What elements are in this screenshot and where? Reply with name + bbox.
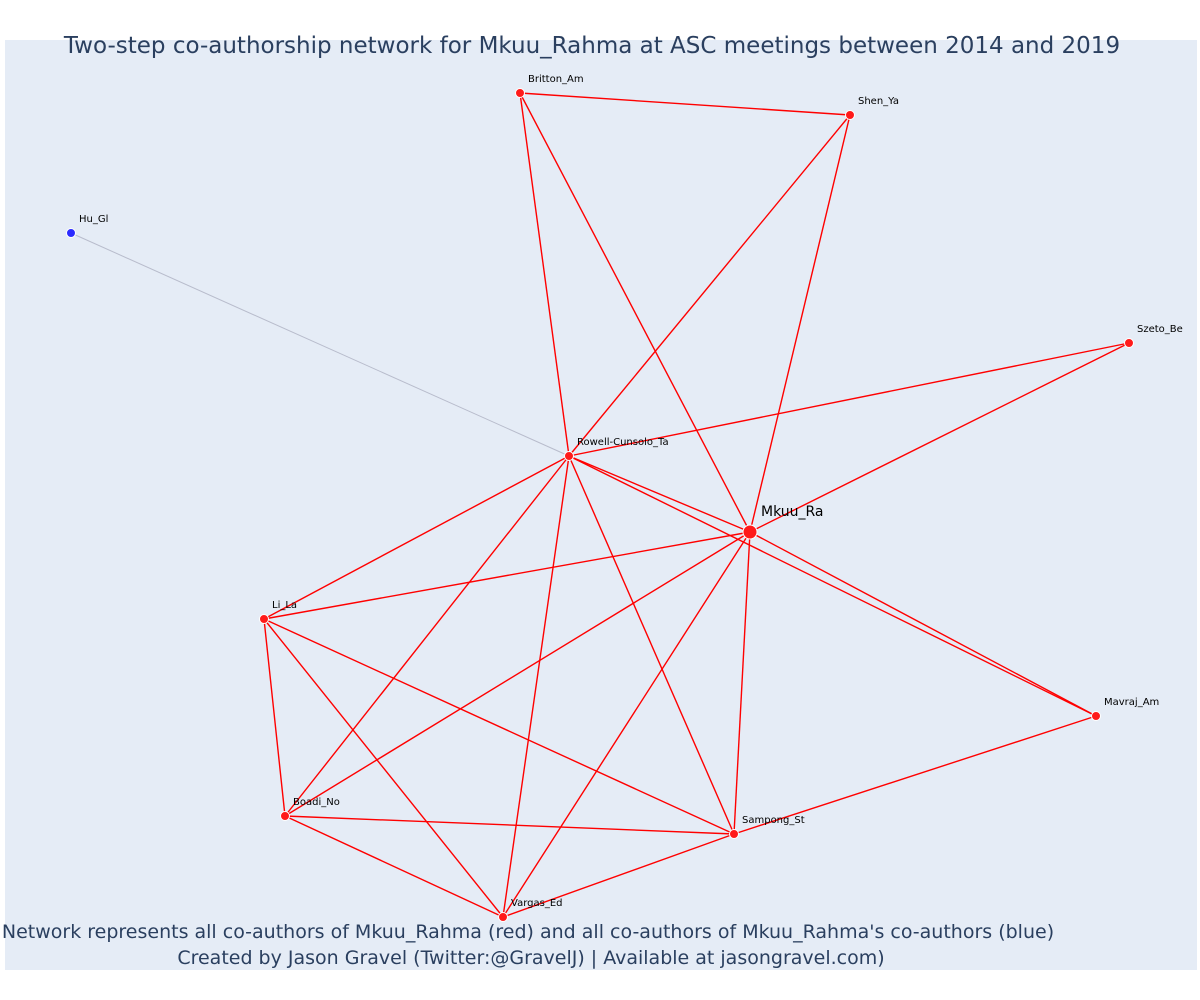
- node-label-vargas-ed: Vargas_Ed: [511, 898, 562, 909]
- node-li-la[interactable]: [259, 614, 269, 624]
- edge-boadi-no-vargas-ed: [284, 815, 504, 918]
- edge-britton-am-rowell-cunsolo-ta: [519, 92, 570, 457]
- edge-boadi-no-sampong-st: [284, 815, 735, 835]
- caption-line-1: Network represents all co-authors of Mku…: [2, 921, 1054, 943]
- edge-li-la-boadi-no: [263, 618, 286, 817]
- node-britton-am[interactable]: [515, 88, 525, 98]
- edge-sampong-st-mavraj-am: [733, 715, 1097, 835]
- edge-szeto-be-mkuu-ra: [749, 342, 1130, 533]
- labels-layer: Mkuu_Ra Britton_AmShen_YaHu_GlSzeto_BeRow…: [79, 74, 1183, 909]
- node-boadi-no[interactable]: [280, 811, 290, 821]
- edges-layer: [70, 92, 1130, 918]
- node-label-britton-am: Britton_Am: [528, 74, 584, 85]
- edge-rowell-cunsolo-ta-vargas-ed: [502, 455, 570, 918]
- node-label-rowell-cunsolo-ta: Rowell-Cunsolo_Ta: [577, 437, 669, 448]
- node-sampong-st[interactable]: [729, 829, 739, 839]
- edge-shen-ya-mkuu-ra: [749, 114, 851, 533]
- node-label-mavraj-am: Mavraj_Am: [1104, 697, 1159, 708]
- edge-hu-gl-rowell-cunsolo-ta: [70, 232, 570, 457]
- edge-mkuu-ra-vargas-ed: [502, 531, 751, 918]
- edge-li-la-vargas-ed: [263, 618, 504, 918]
- node-label-shen-ya: Shen_Ya: [858, 96, 899, 107]
- edge-rowell-cunsolo-ta-mavraj-am: [568, 455, 1097, 717]
- edge-mkuu-ra-li-la: [263, 531, 751, 620]
- node-label-sampong-st: Sampong_St: [742, 815, 805, 826]
- node-szeto-be[interactable]: [1124, 338, 1134, 348]
- node-hu-gl[interactable]: [66, 228, 76, 238]
- edge-britton-am-shen-ya: [519, 92, 851, 116]
- edge-shen-ya-rowell-cunsolo-ta: [568, 114, 851, 457]
- node-label-hu-gl: Hu_Gl: [79, 214, 108, 225]
- node-label-li-la: Li_La: [272, 600, 297, 611]
- edge-li-la-sampong-st: [263, 618, 735, 835]
- edge-rowell-cunsolo-ta-mkuu-ra: [568, 455, 751, 533]
- node-label-boadi-no: Boadi_No: [293, 797, 340, 808]
- node-label-mkuu-ra: Mkuu_Ra: [761, 504, 824, 520]
- edge-vargas-ed-sampong-st: [502, 833, 735, 918]
- edge-mkuu-ra-sampong-st: [733, 531, 751, 835]
- node-rowell-cunsolo-ta[interactable]: [564, 451, 574, 461]
- nodes-layer: [66, 88, 1134, 922]
- node-shen-ya[interactable]: [845, 110, 855, 120]
- edge-britton-am-mkuu-ra: [519, 92, 751, 533]
- edge-mkuu-ra-mavraj-am: [749, 531, 1097, 717]
- edge-rowell-cunsolo-ta-sampong-st: [568, 455, 735, 835]
- chart-title: Two-step co-authorship network for Mkuu_…: [63, 33, 1120, 59]
- node-mkuu-ra[interactable]: [742, 524, 758, 540]
- edge-szeto-be-rowell-cunsolo-ta: [568, 342, 1130, 457]
- edge-rowell-cunsolo-ta-boadi-no: [284, 455, 570, 817]
- node-mavraj-am[interactable]: [1091, 711, 1101, 721]
- node-label-szeto-be: Szeto_Be: [1137, 324, 1183, 335]
- plot-area: [5, 40, 1197, 970]
- caption-line-2: Created by Jason Gravel (Twitter:@Gravel…: [177, 947, 884, 969]
- edge-mkuu-ra-boadi-no: [284, 531, 751, 817]
- node-vargas-ed[interactable]: [498, 912, 508, 922]
- edge-rowell-cunsolo-ta-li-la: [263, 455, 570, 620]
